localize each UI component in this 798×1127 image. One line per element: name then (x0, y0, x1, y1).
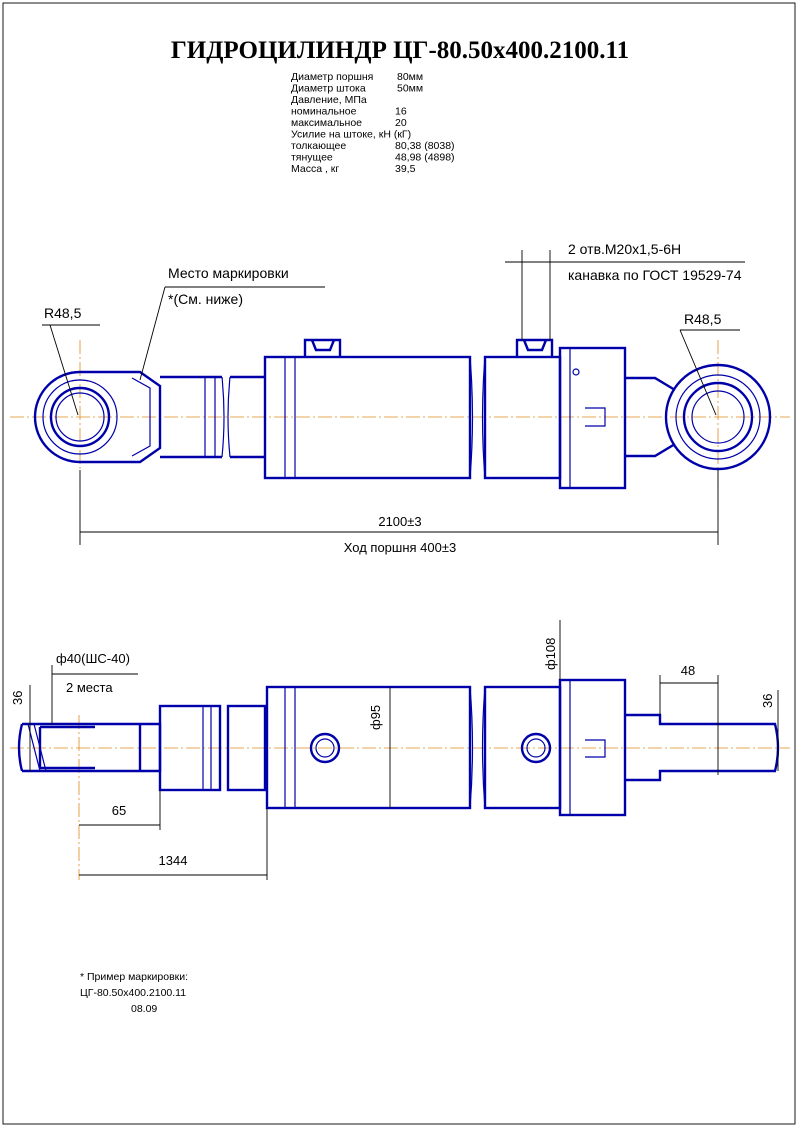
spec-label: максимальное (291, 117, 362, 129)
spec-label: Диаметр штока (291, 83, 366, 95)
marking-label: Место маркировки (168, 265, 289, 281)
width-right: 36 (760, 694, 775, 708)
spec-value: 48,98 (4898) (395, 152, 455, 164)
spec-label: толкающее (291, 140, 346, 152)
spec-label: Масса , кг (291, 163, 339, 175)
spec-value: 39,5 (395, 163, 416, 175)
marking-ref: *(См. ниже) (168, 291, 243, 307)
dim-1344: 1344 (159, 853, 188, 868)
radius-right: R48,5 (684, 311, 722, 327)
width-left: 36 (10, 691, 25, 705)
groove-label: канавка по ГОСТ 19529-74 (568, 267, 742, 283)
dia-body: ф95 (368, 705, 383, 730)
cylinder-head (558, 346, 627, 490)
bore-label: ф40(ШС-40) (56, 651, 130, 666)
drawing-title: ГИДРОЦИЛИНДР ЦГ-80.50х400.2100.11 (171, 37, 629, 64)
length-dimension: 2100±3 (378, 514, 421, 529)
spec-label: Усилие на штоке, кН (кГ) (291, 129, 411, 141)
spec-label: номинальное (291, 106, 357, 118)
left-eye (33, 370, 162, 464)
dim-65: 65 (112, 803, 126, 818)
marking-example-date: 08.09 (131, 1003, 157, 1015)
spec-value: 20 (395, 117, 407, 129)
cylinder-body-side (265, 685, 472, 810)
radius-left: R48,5 (44, 305, 82, 321)
marking-example-heading: * Пример маркировки: (80, 971, 188, 983)
dim-48: 48 (681, 663, 695, 678)
cylinder-body (263, 355, 472, 480)
spec-value: 80,38 (8038) (395, 140, 455, 152)
spec-value: 80мм (397, 71, 423, 83)
dia-head: ф108 (543, 638, 558, 670)
bore-places: 2 места (66, 680, 113, 695)
bottom-view: ф40(ШС-40) 2 места 36 65 1344 ф95 ф108 4… (10, 620, 790, 880)
stroke-dimension: Ход поршня 400±3 (344, 540, 456, 555)
spec-label: тянущее (291, 152, 333, 164)
spec-value: 50мм (397, 83, 423, 95)
spec-label: Диаметр поршня (291, 71, 373, 83)
spec-value: 16 (395, 106, 407, 118)
marking-example-code: ЦГ-80.50х400.2100.11 (80, 987, 186, 999)
spec-label: Давление, МПа (291, 94, 367, 106)
marking-example: * Пример маркировки: ЦГ-80.50х400.2100.1… (80, 971, 188, 1015)
top-view: Место маркировки *(См. ниже) R48,5 R48,5… (10, 241, 790, 555)
ports-label: 2 отв.M20x1,5-6H (568, 241, 681, 257)
